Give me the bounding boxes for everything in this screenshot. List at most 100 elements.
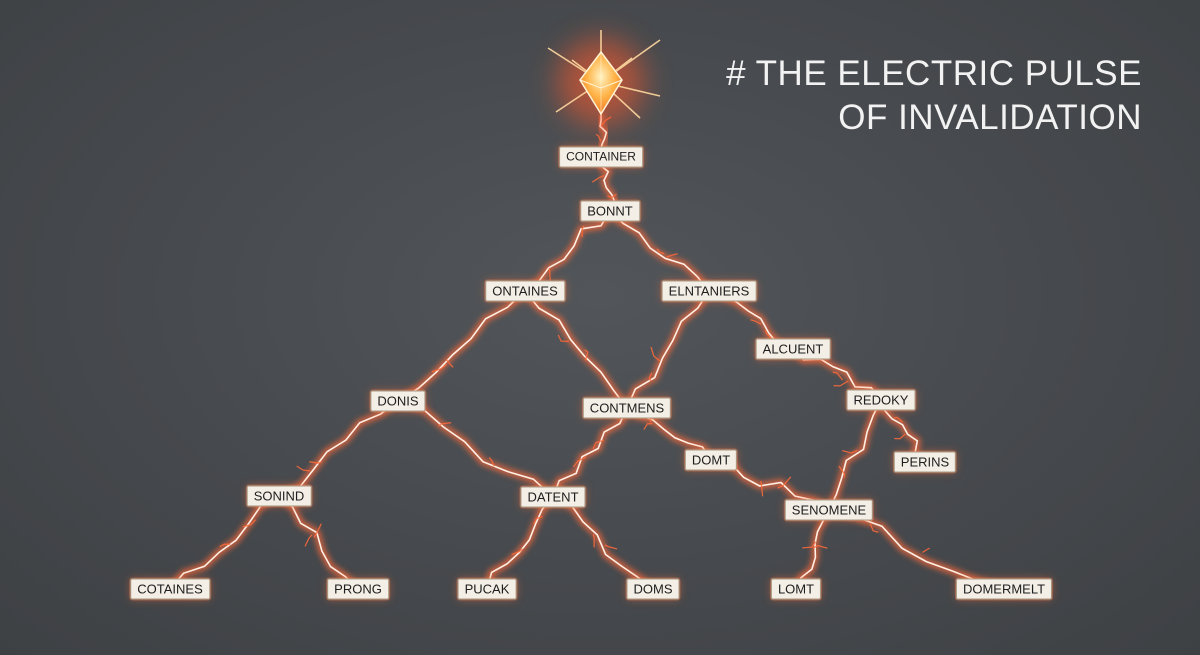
- edge-n10-n14-sparks: [304, 523, 322, 547]
- edge-n12-n17-sparks: [802, 541, 828, 549]
- edge-n12-n18-spark: [869, 523, 879, 533]
- node-label: ALCUENT: [762, 341, 824, 357]
- edge-n1-n3-sparks: [656, 248, 678, 258]
- edge-n5-n10-core: [278, 400, 399, 497]
- node-label: SONIND: [253, 488, 305, 504]
- edge-n12-n18-core: [828, 509, 1005, 590]
- edge-n0-n1-sparks: [591, 174, 617, 199]
- node-label: SENOMENE: [791, 502, 867, 518]
- edge-n12-n18-spark: [922, 547, 931, 553]
- tree-node-redoky[interactable]: REDOKY: [846, 389, 916, 411]
- edge-n7-n9-spark: [893, 416, 904, 423]
- edge-n1-n3-spark: [656, 248, 665, 255]
- edge-n7-n12-spark: [842, 449, 858, 454]
- tree-node-lomt[interactable]: LOMT: [770, 578, 822, 600]
- edge-n1-n2-glow: [522, 209, 613, 294]
- tree-node-contmens[interactable]: CONTMENS: [582, 397, 672, 419]
- edge-n10-n13-core: [169, 495, 280, 590]
- edge-n3-n4-sparks: [750, 319, 774, 341]
- tree-node-doms[interactable]: DOMS: [626, 578, 680, 600]
- edge-n10-n14-core: [278, 495, 359, 590]
- tree-node-alcuent[interactable]: ALCUENT: [755, 338, 831, 360]
- edge-n4-n7-core: [792, 348, 882, 401]
- edge-n2-n5-core: [397, 290, 526, 402]
- tree-node-bonnt[interactable]: BONNT: [580, 200, 640, 222]
- edge-n3-n4-spark: [764, 329, 774, 341]
- glowing-crystal-icon: [547, 30, 661, 126]
- edge-n1-n3-spark: [666, 253, 678, 258]
- edge-n7-n9-spark: [894, 433, 906, 440]
- tree-node-donis[interactable]: DONIS: [370, 390, 426, 412]
- tree-node-prong[interactable]: PRONG: [327, 578, 389, 600]
- edge-n11-n15-spark: [533, 515, 543, 525]
- tree-node-pucak[interactable]: PUCAK: [457, 578, 517, 600]
- node-label: PRONG: [334, 581, 382, 597]
- node-label: BONNT: [587, 203, 633, 219]
- edge-n10-n13-sparks: [219, 519, 256, 548]
- edge-n8-n12-spark: [777, 476, 792, 489]
- edge-n8-n12-spark: [760, 481, 764, 497]
- node-label: ELNTANIERS: [668, 283, 750, 299]
- edge-n6-n8-spark: [643, 423, 653, 430]
- edge-n3-n6-spark: [648, 372, 653, 382]
- edge-n8-n12-sparks: [760, 476, 792, 497]
- tree-node-container[interactable]: CONTAINER: [559, 146, 643, 168]
- edge-n11-n15-spark: [511, 548, 524, 556]
- tree-node-datent[interactable]: DATENT: [520, 486, 586, 508]
- title-line-1: # THE ELECTRIC PULSE: [726, 54, 1142, 93]
- tree-node-ontaines[interactable]: ONTAINES: [485, 280, 565, 302]
- title-line-2: OF INVALIDATION: [838, 98, 1142, 137]
- node-label: DATENT: [527, 489, 579, 505]
- tree-node-perins[interactable]: PERINS: [893, 451, 957, 473]
- lightning-edges: [167, 113, 1006, 593]
- edge-n2-n5-spark: [445, 358, 454, 368]
- edge-n11-n15-core: [486, 496, 554, 590]
- edge-n3-n6-spark: [650, 346, 661, 362]
- edge-n10-n14-spark: [313, 523, 322, 538]
- edge-n7-n12-spark: [838, 465, 846, 478]
- edge-n11-n15-sparks: [511, 515, 543, 556]
- node-label: LOMT: [777, 581, 815, 597]
- edge-n11-n16-sparks: [592, 534, 618, 550]
- node-label: DOMERMELT: [962, 581, 1046, 597]
- edge-n6-n11-spark: [592, 439, 604, 450]
- tree-node-sonind[interactable]: SONIND: [246, 485, 312, 507]
- diagram-title: # THE ELECTRIC PULSE OF INVALIDATION: [726, 52, 1142, 140]
- edge-n4-n7-spark: [832, 371, 844, 381]
- tree-node-elntaniers[interactable]: ELNTANIERS: [661, 280, 757, 302]
- edge-n7-n12-sparks: [838, 449, 858, 478]
- tree-node-senomene[interactable]: SENOMENE: [784, 499, 874, 521]
- edge-n5-n10-glow: [277, 398, 401, 500]
- edge-n10-n13-spark: [242, 519, 256, 528]
- tree-node-domermelt[interactable]: DOMERMELT: [955, 578, 1053, 600]
- edge-n5-n11-glow: [396, 397, 556, 500]
- node-label: COTAINES: [137, 581, 203, 597]
- edge-n4-n7-sparks: [832, 371, 849, 387]
- tree-node-domt[interactable]: DOMT: [684, 449, 738, 471]
- edge-crystal-n0-spark: [595, 133, 602, 142]
- edge-n12-n17-core: [795, 509, 830, 590]
- tree-node-cotaines[interactable]: COTAINES: [130, 578, 210, 600]
- edge-n2-n5-spark: [431, 363, 447, 373]
- node-label: PERINS: [900, 454, 950, 470]
- edge-n5-n11-core: [397, 400, 554, 498]
- edge-n12-n17-spark: [802, 541, 817, 549]
- edge-n3-n6-core: [626, 290, 710, 409]
- edge-n5-n10-spark: [296, 465, 311, 472]
- node-label: CONTMENS: [589, 400, 665, 416]
- edge-n1-n3-core: [609, 210, 710, 292]
- node-label: ONTAINES: [492, 283, 558, 299]
- edge-n5-n11-sparks: [438, 422, 495, 467]
- edge-n10-n13-glow: [167, 492, 281, 592]
- edge-n12-n18-glow: [828, 506, 1006, 593]
- edge-n4-n7-spark: [833, 380, 849, 387]
- node-label: PUCAK: [464, 581, 510, 597]
- edge-n2-n6-spark: [584, 349, 589, 361]
- edge-n6-n11-spark: [572, 456, 587, 468]
- edge-n11-n15-glow: [483, 494, 556, 590]
- edge-n6-n11-sparks: [572, 439, 604, 468]
- edge-n6-n11-core: [552, 407, 628, 498]
- edge-n5-n11-spark: [438, 422, 452, 427]
- edge-n7-n12-core: [828, 399, 882, 511]
- edge-n2-n5-sparks: [431, 358, 454, 373]
